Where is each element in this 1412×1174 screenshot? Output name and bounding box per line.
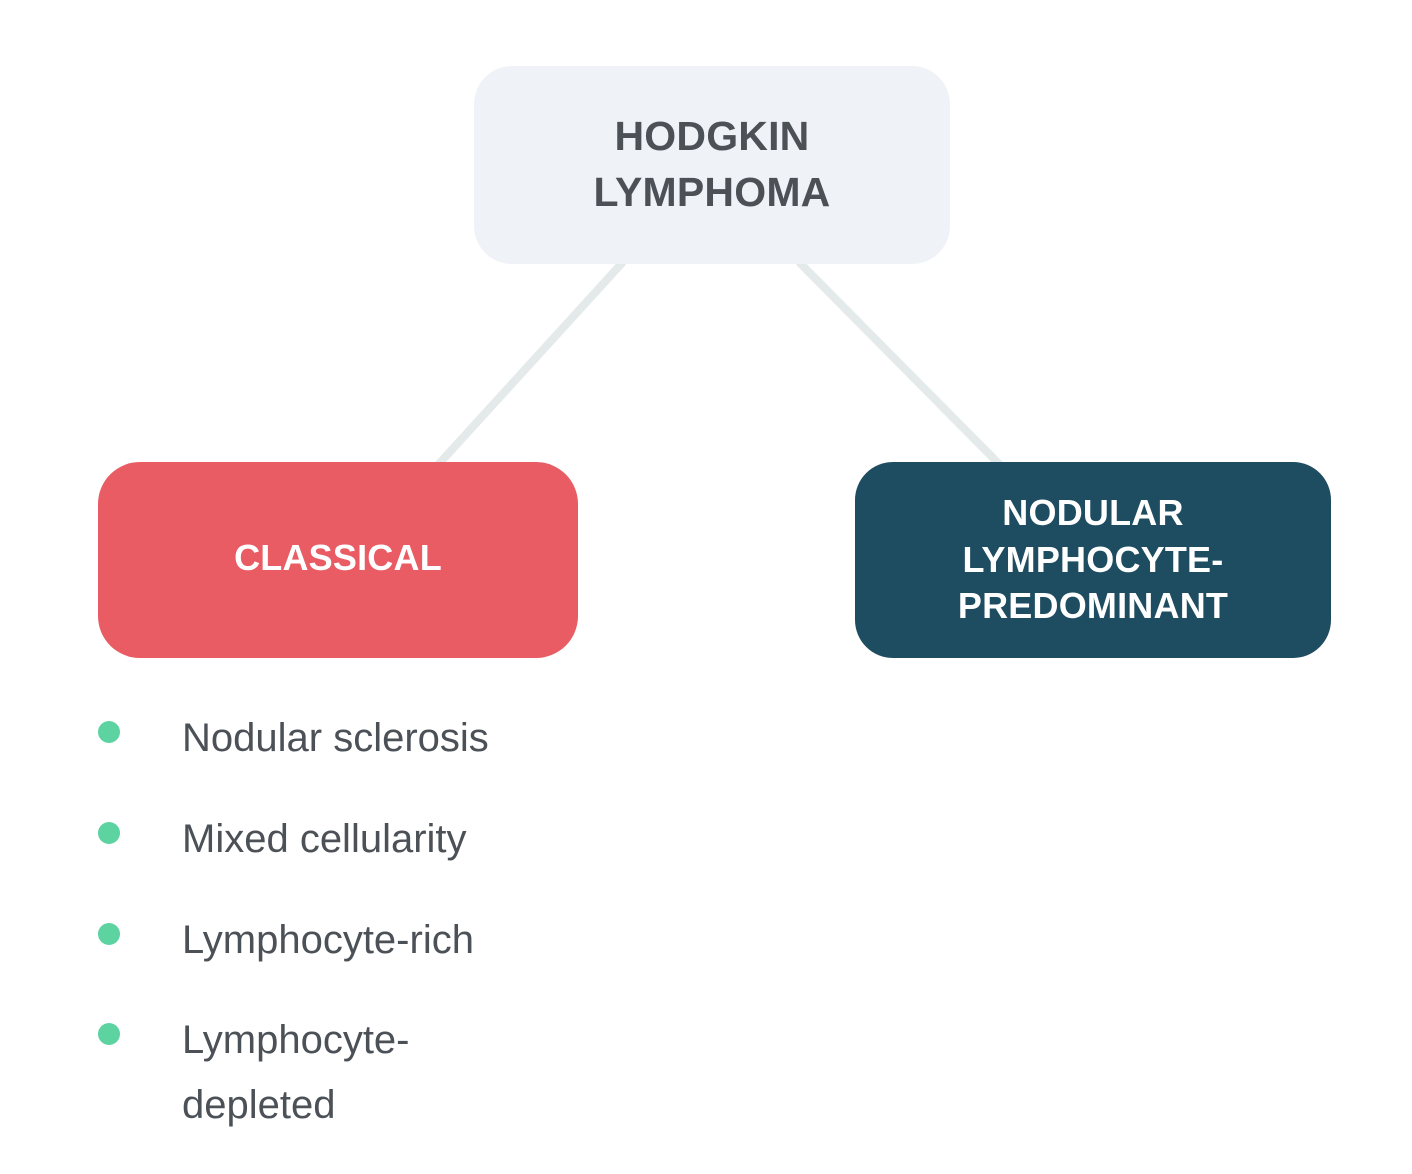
connector-root-to-classical xyxy=(434,259,626,469)
list-item: Lymphocyte-rich xyxy=(98,908,618,973)
node-classical[interactable]: CLASSICAL xyxy=(98,462,578,658)
list-item-label: Nodular sclerosis xyxy=(182,716,489,760)
node-hodgkin-lymphoma[interactable]: HODGKIN LYMPHOMA xyxy=(474,66,950,264)
node-nlp-line2: LYMPHOCYTE- xyxy=(962,538,1224,580)
list-item: Lymphocyte-depleted xyxy=(98,1008,618,1138)
bullet-dot-icon xyxy=(98,721,120,743)
connector-root-to-nlp xyxy=(796,259,1004,469)
list-item-label: Lymphocyte-depleted xyxy=(182,1018,410,1128)
bullet-dot-icon xyxy=(98,1023,120,1046)
node-nodular-lymphocyte-predominant-label: NODULAR LYMPHOCYTE- PREDOMINANT xyxy=(855,490,1331,630)
node-hodgkin-lymphoma-line1: HODGKIN xyxy=(614,113,810,160)
node-hodgkin-lymphoma-label: HODGKIN LYMPHOMA xyxy=(474,109,950,221)
list-item: Mixed cellularity xyxy=(98,807,618,872)
node-classical-label: CLASSICAL xyxy=(234,536,442,578)
node-nodular-lymphocyte-predominant[interactable]: NODULAR LYMPHOCYTE- PREDOMINANT xyxy=(855,462,1331,658)
bullet-dot-icon xyxy=(98,922,120,945)
node-nlp-line1: NODULAR xyxy=(1002,491,1184,533)
node-nlp-line3: PREDOMINANT xyxy=(957,585,1229,627)
classical-subtype-list: Nodular sclerosis Mixed cellularity Lymp… xyxy=(98,706,618,1174)
list-item-label: Mixed cellularity xyxy=(182,816,467,861)
list-item-label: Lymphocyte-rich xyxy=(182,917,474,962)
bullet-dot-icon xyxy=(98,821,120,844)
list-item: Nodular sclerosis xyxy=(98,706,618,771)
node-hodgkin-lymphoma-line2: LYMPHOMA xyxy=(593,169,831,215)
